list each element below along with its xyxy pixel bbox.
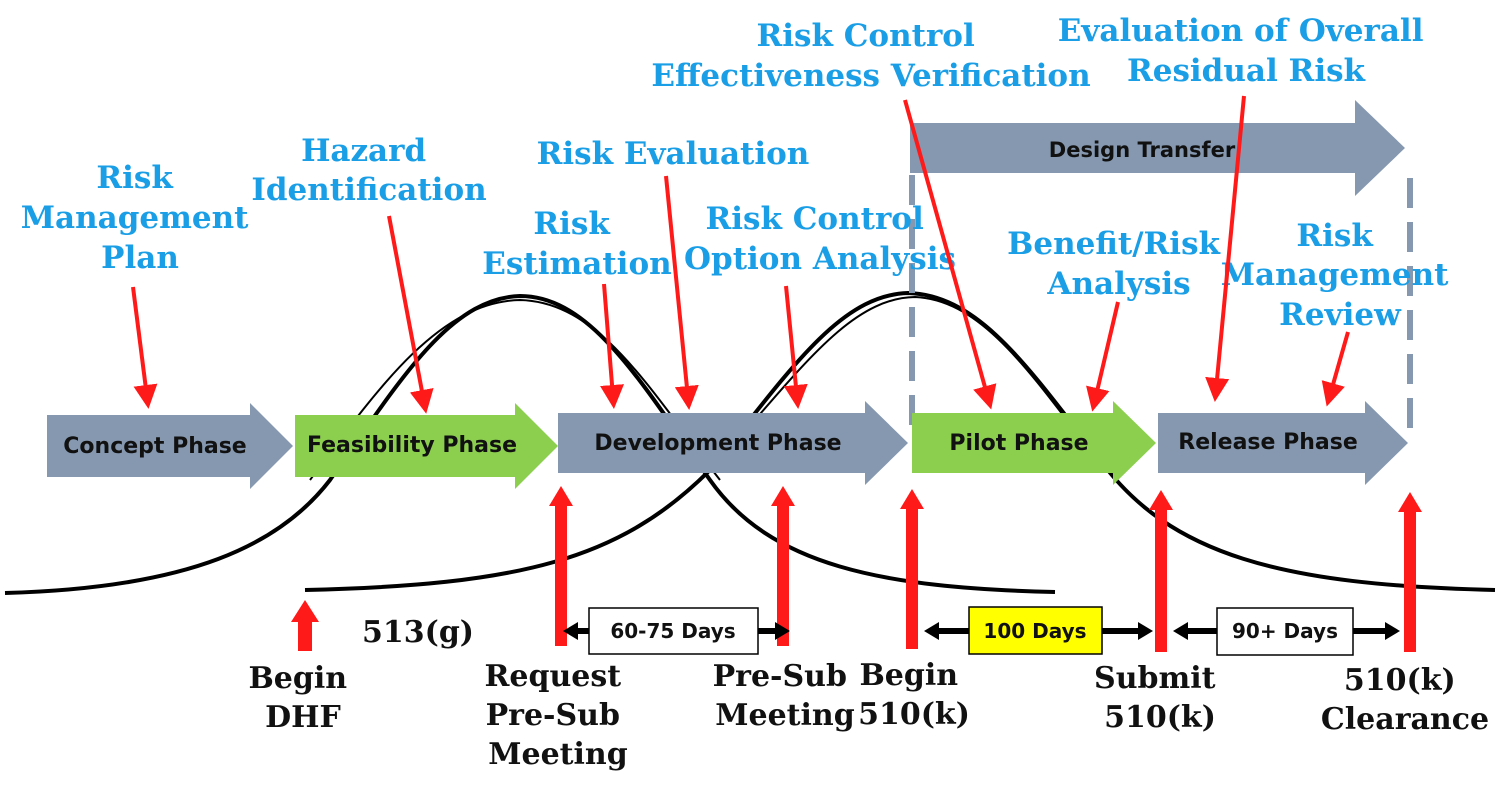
begin-510k-label: Begin 510(k) bbox=[858, 658, 970, 732]
milestone-arrow-pre-sub-meeting bbox=[771, 486, 795, 646]
phase-arrows: Concept Phase Feasibility Phase Developm… bbox=[47, 401, 1408, 489]
clearance-duration-label: 90+ Days bbox=[1232, 619, 1338, 643]
concept-phase-label: Concept Phase bbox=[63, 434, 246, 459]
benefit-risk-analysis-label: Benefit/Risk Analysis bbox=[1007, 226, 1231, 302]
release-phase-label: Release Phase bbox=[1178, 430, 1358, 455]
pointer-arrow-estimation bbox=[600, 283, 625, 409]
milestone-arrow-request-pre-sub bbox=[549, 486, 573, 646]
bell-curve-right bbox=[304, 290, 1496, 592]
bell-curves bbox=[4, 290, 1496, 595]
risk-management-review-label: Risk Management Review bbox=[1221, 218, 1460, 333]
pre-sub-meeting-label: Pre-Sub Meeting bbox=[713, 659, 858, 733]
release-phase-arrow bbox=[1158, 401, 1408, 485]
clearance-510k-label: 510(k) Clearance bbox=[1321, 663, 1489, 737]
feasibility-phase-label: Feasibility Phase bbox=[307, 433, 517, 458]
bell-curve-left bbox=[4, 293, 1056, 595]
pre-sub-duration-box bbox=[588, 607, 759, 655]
milestone-arrow-clearance bbox=[1398, 492, 1422, 652]
risk-estimation-label: Risk Estimation bbox=[482, 206, 671, 282]
pointer-arrow-review bbox=[1321, 331, 1350, 407]
pointer-arrow-benefit-risk bbox=[1086, 301, 1120, 412]
development-phase-label: Development Phase bbox=[594, 431, 841, 456]
concept-phase-arrow bbox=[47, 403, 293, 489]
feasibility-phase-arrow bbox=[295, 403, 558, 489]
begin-dhf-label: Begin DHF bbox=[248, 661, 357, 735]
request-pre-sub-label: Request Pre-Sub Meeting bbox=[484, 659, 631, 772]
risk-activity-labels: Risk Management Plan Hazard Identificati… bbox=[21, 13, 1460, 333]
pilot-phase-arrow bbox=[912, 401, 1156, 485]
duration-boxes: 60-75 Days 100 Days 90+ Days bbox=[588, 606, 1354, 656]
milestone-labels: Begin DHF 513(g) Request Pre-Sub Meeting… bbox=[248, 615, 1489, 772]
pointer-arrow-rmp bbox=[131, 286, 158, 409]
milestone-arrow-begin-dhf bbox=[291, 600, 319, 651]
risk-control-effectiveness-verification-label: Risk Control Effectiveness Verification bbox=[651, 18, 1090, 94]
pointer-arrow-verification bbox=[903, 99, 997, 410]
design-transfer-arrow: Design Transfer bbox=[910, 100, 1405, 196]
risk-pointer-arrows bbox=[131, 95, 1350, 414]
review-duration-label: 100 Days bbox=[983, 619, 1086, 643]
bell-curve-right-inner bbox=[719, 295, 1106, 471]
review-duration-box bbox=[968, 606, 1103, 655]
bell-curve-left-inner bbox=[309, 298, 721, 481]
design-transfer-label: Design Transfer bbox=[1049, 138, 1236, 162]
pointer-arrow-option-analysis bbox=[783, 285, 808, 409]
pre-sub-duration-label: 60-75 Days bbox=[610, 619, 735, 643]
pointer-arrow-hazard bbox=[387, 215, 434, 414]
milestone-arrow-submit-510k bbox=[1149, 490, 1173, 652]
submit-510k-label: Submit 510(k) bbox=[1094, 661, 1226, 735]
clearance-duration-box bbox=[1216, 607, 1354, 656]
milestone-arrow-begin-510k bbox=[900, 489, 924, 649]
pointer-arrow-residual-risk bbox=[1205, 95, 1246, 402]
evaluation-overall-residual-risk-label: Evaluation of Overall Residual Risk bbox=[1058, 13, 1435, 89]
risk-control-option-analysis-label: Risk Control Option Analysis bbox=[684, 201, 956, 277]
development-phase-arrow bbox=[558, 401, 908, 485]
milestone-arrows bbox=[291, 486, 1422, 652]
risk-evaluation-label: Risk Evaluation bbox=[537, 136, 810, 172]
risk-management-plan-label: Risk Management Plan bbox=[21, 160, 260, 276]
regulation-513g-label: 513(g) bbox=[362, 615, 474, 650]
hazard-identification-label: Hazard Identification bbox=[251, 133, 486, 208]
pilot-phase-label: Pilot Phase bbox=[949, 431, 1088, 456]
pointer-arrow-evaluation bbox=[664, 175, 699, 410]
